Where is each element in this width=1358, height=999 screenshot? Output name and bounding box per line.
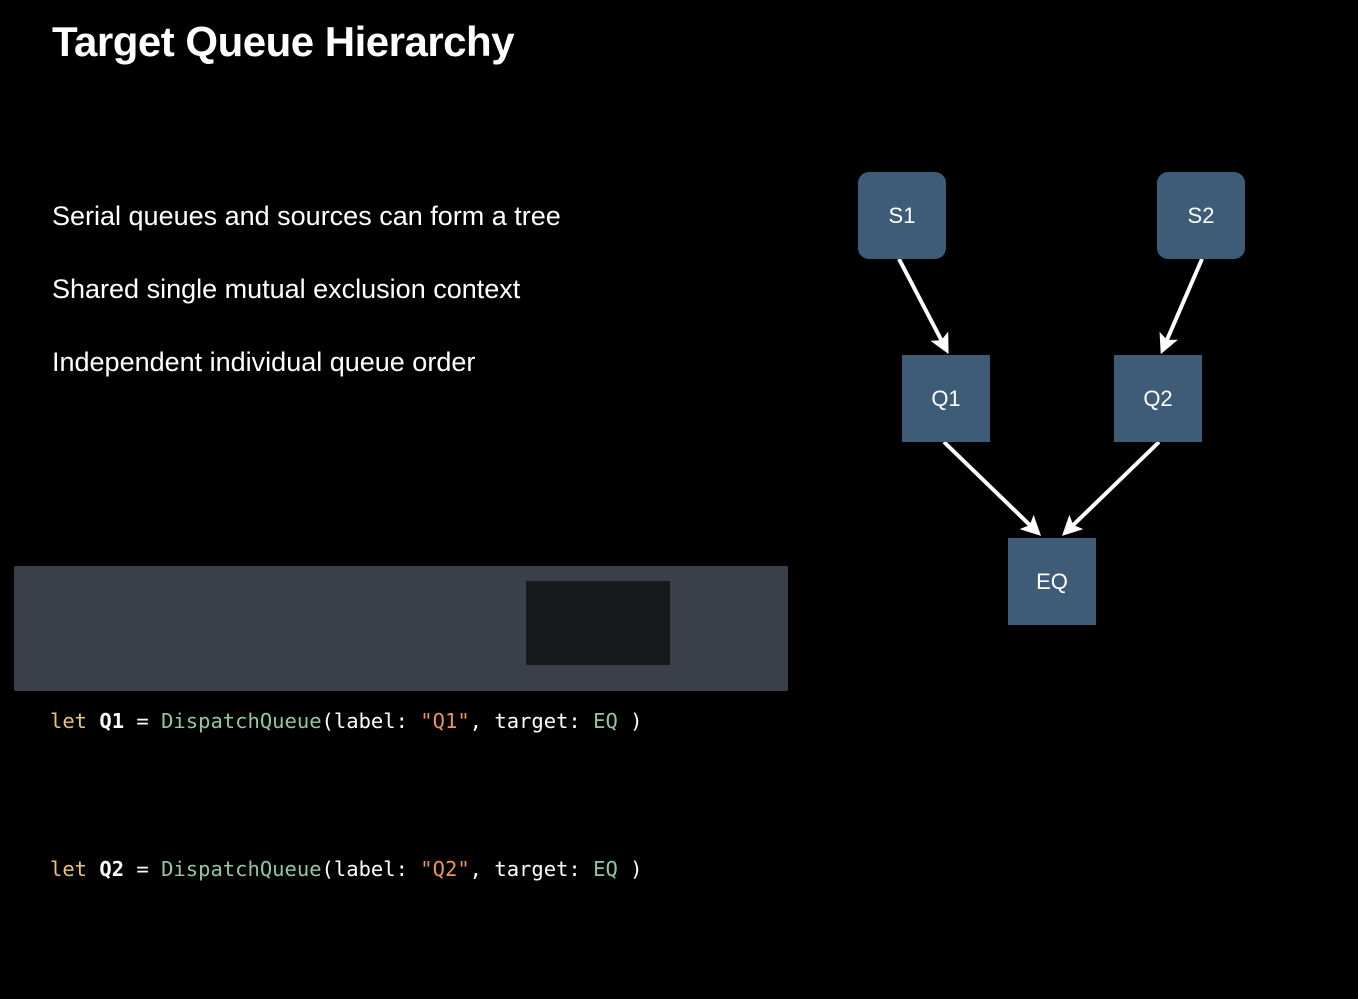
edge-s2-to-q2 <box>1159 258 1204 355</box>
edge-q2-to-eq <box>1061 440 1161 536</box>
code-comma: , <box>469 709 483 733</box>
code-close-paren: ) <box>630 709 643 733</box>
code-identifier: Q2 <box>99 857 125 881</box>
edge-s1-to-q1 <box>897 258 949 354</box>
code-type: DispatchQueue <box>161 709 322 733</box>
diagram-node-label: S2 <box>1187 202 1215 228</box>
code-identifier: Q1 <box>99 709 125 733</box>
code-line-2: let Q2 = DispatchQueue(label: "Q2", targ… <box>50 851 824 888</box>
code-equals: = <box>136 709 149 733</box>
diagram-node-s1[interactable]: S1 <box>858 172 946 259</box>
code-equals: = <box>136 857 149 881</box>
code-label-param: label: <box>333 709 408 733</box>
code-keyword: let <box>50 857 88 881</box>
code-inner: let Q1 = DispatchQueue(label: "Q1", targ… <box>14 566 788 973</box>
code-open-paren: ( <box>321 709 334 733</box>
code-lines: let Q1 = DispatchQueue(label: "Q1", targ… <box>50 592 824 999</box>
code-highlight-region <box>526 581 670 665</box>
bullet-item-3: Independent individual queue order <box>52 347 476 377</box>
code-type: DispatchQueue <box>161 857 322 881</box>
code-keyword: let <box>50 709 88 733</box>
code-target-value: EQ <box>593 857 618 881</box>
code-open-paren: ( <box>321 857 334 881</box>
diagram-node-q2[interactable]: Q2 <box>1114 355 1202 442</box>
diagram-node-label: Q2 <box>1143 385 1173 411</box>
diagram-node-label: Q1 <box>931 385 961 411</box>
diagram-node-label: EQ <box>1036 568 1068 594</box>
edge-q1-to-eq <box>942 440 1042 536</box>
page-title: Target Queue Hierarchy <box>52 18 515 65</box>
code-comma: , <box>469 857 483 881</box>
code-target-param: target: <box>494 709 581 733</box>
code-target-value: EQ <box>593 709 618 733</box>
code-block: let Q1 = DispatchQueue(label: "Q1", targ… <box>14 566 788 881</box>
code-label-value: "Q1" <box>420 709 470 733</box>
diagram-node-q1[interactable]: Q1 <box>902 355 990 442</box>
code-label-param: label: <box>333 857 408 881</box>
code-label-value: "Q2" <box>420 857 470 881</box>
bullet-list: Serial queues and sources can form a tre… <box>52 203 752 376</box>
code-line-1: let Q1 = DispatchQueue(label: "Q1", targ… <box>50 703 824 740</box>
bullet-item-1: Serial queues and sources can form a tre… <box>52 201 561 231</box>
diagram-node-label: S1 <box>888 202 916 228</box>
diagram-node-eq[interactable]: EQ <box>1008 538 1096 625</box>
bullet-item-2: Shared single mutual exclusion context <box>52 274 521 304</box>
code-close-paren: ) <box>630 857 643 881</box>
code-target-param: target: <box>494 857 581 881</box>
diagram-node-s2[interactable]: S2 <box>1157 172 1245 259</box>
